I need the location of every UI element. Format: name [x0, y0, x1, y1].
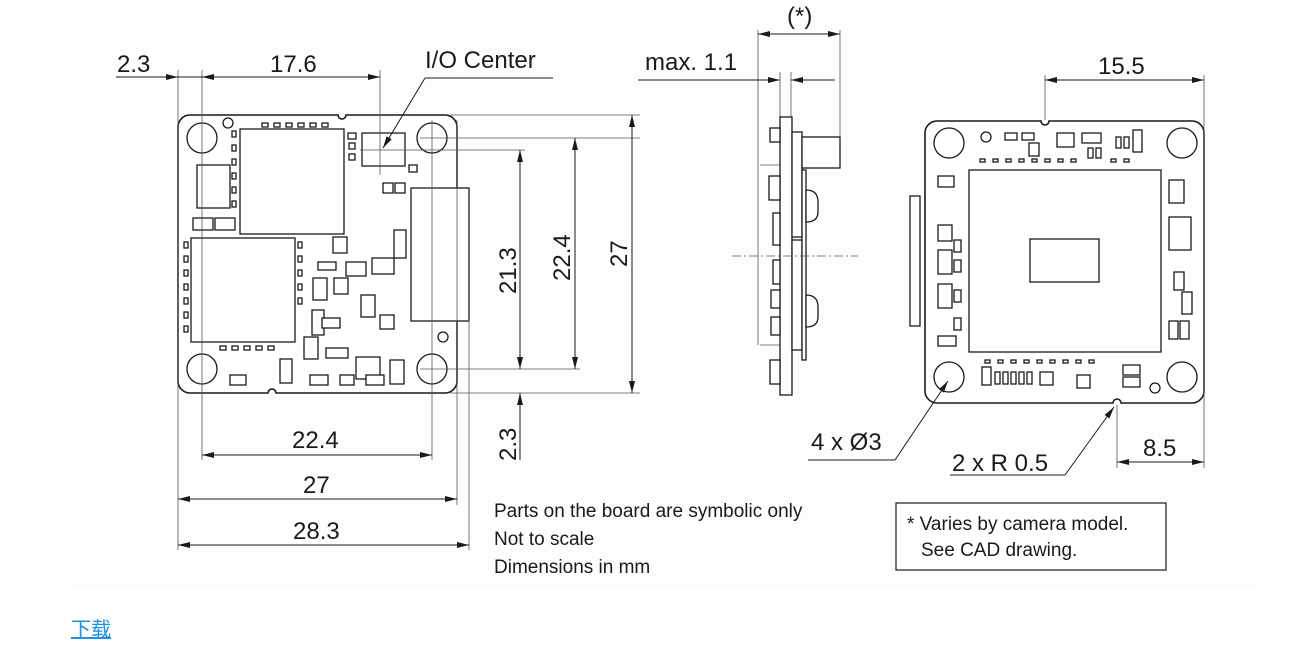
dim-hole-spacing-horizontal: 22.4	[292, 427, 339, 454]
dim-connector-offset-bottom: 2.3	[495, 428, 522, 461]
dim-connector-height: 21.3	[495, 247, 522, 294]
dim-max-thickness: max. 1.1	[645, 49, 737, 76]
dim-hole-spacing-vertical: 22.4	[549, 234, 576, 281]
back-view	[909, 120, 1205, 404]
front-view	[177, 70, 640, 460]
note-symbolic-parts: Parts on the board are symbolic only	[494, 501, 803, 522]
note-not-to-scale: Not to scale	[494, 529, 594, 550]
dim-total-width: 28.3	[293, 518, 340, 545]
note-units: Dimensions in mm	[494, 557, 650, 578]
back-dimensions: 15.5 4 x Ø3 2 x R 0.5 8.5	[808, 53, 1205, 477]
sensor-active-area	[1029, 238, 1100, 283]
footnote-box: * Varies by camera model. See CAD drawin…	[895, 502, 1167, 571]
dim-mounting-holes: 4 x Ø3	[811, 429, 882, 456]
footnote-line-1: * Varies by camera model.	[907, 514, 1128, 535]
back-mounting-holes	[933, 127, 1198, 394]
dim-board-height: 27	[606, 240, 633, 267]
back-pads	[979, 158, 1130, 385]
dimension-drawing: 2.3 17.6 I/O Center 21.3 22.4 27 2.3 22.…	[116, 3, 1205, 578]
dim-notch-offset-bottom: 8.5	[1143, 435, 1176, 462]
front-dimensions: 2.3 17.6 I/O Center 21.3 22.4 27 2.3 22.…	[116, 47, 640, 550]
back-components	[909, 129, 1193, 389]
dim-board-width: 27	[303, 472, 330, 499]
dim-hole-offset-left: 2.3	[117, 51, 150, 78]
drawing-notes: Parts on the board are symbolic only Not…	[494, 501, 803, 578]
dim-io-center-offset: 17.6	[270, 51, 317, 78]
dim-notch-offset-top: 15.5	[1098, 53, 1145, 80]
dim-variable-depth: (*)	[787, 3, 812, 30]
side-view: (*) max. 1.1	[638, 3, 858, 396]
download-link[interactable]: 下载	[71, 617, 111, 641]
io-center-label: I/O Center	[425, 47, 536, 74]
footnote-line-2: See CAD drawing.	[921, 540, 1077, 561]
dim-notch-radius: 2 x R 0.5	[952, 450, 1048, 477]
front-pads	[183, 122, 329, 351]
